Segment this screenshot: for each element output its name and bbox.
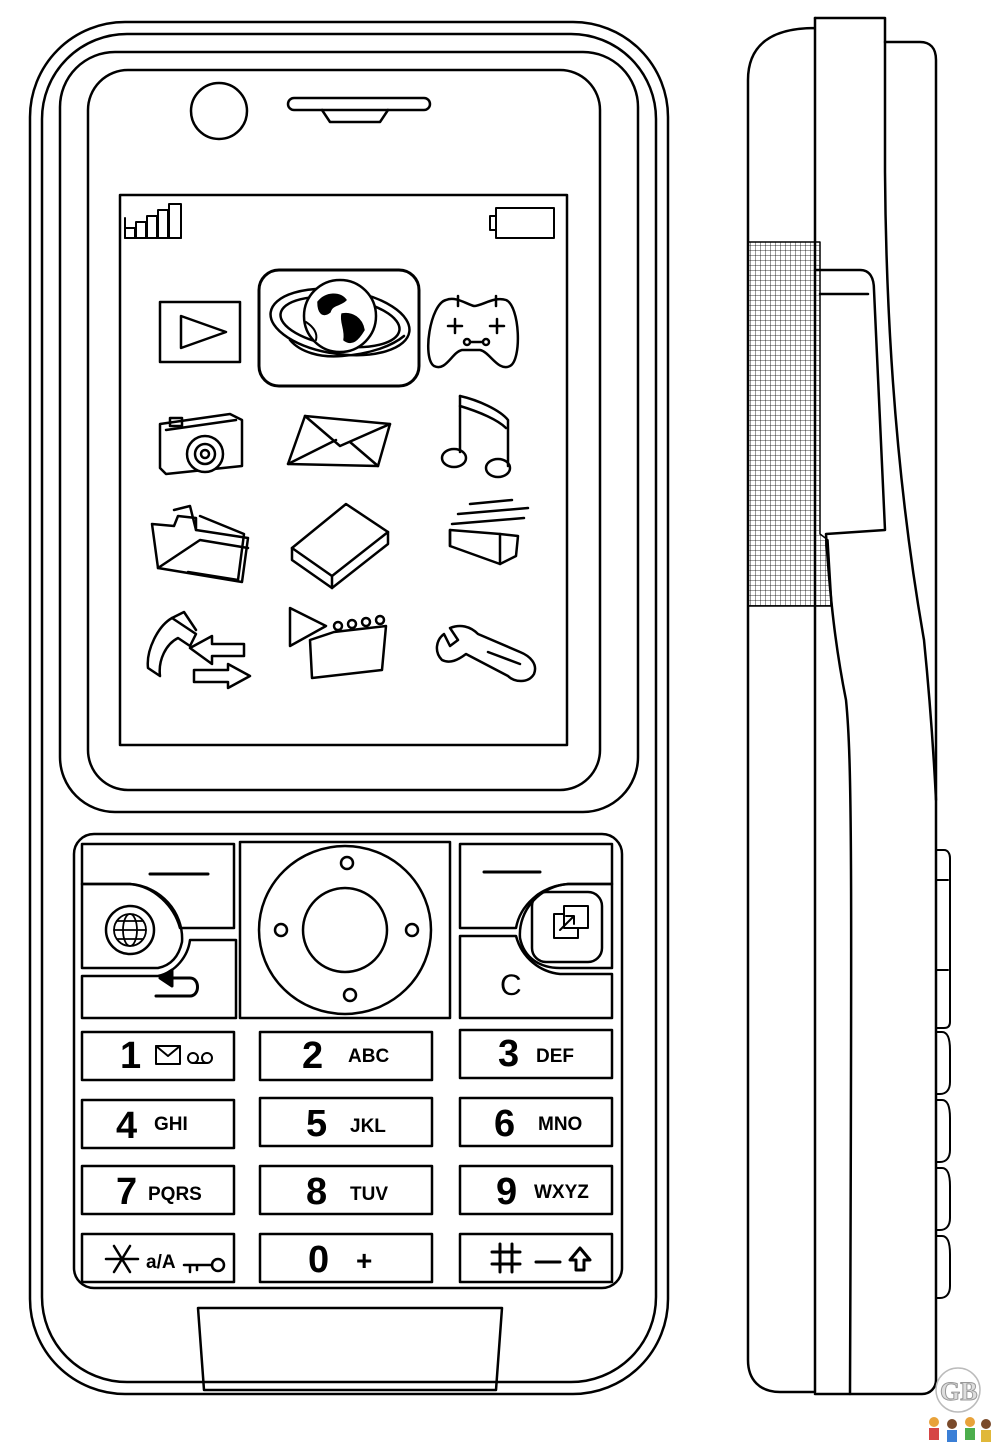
- key-hash[interactable]: [458, 1232, 614, 1284]
- key-1[interactable]: 1: [80, 1030, 236, 1082]
- keypad-grid: 1 2 ABC 3 DEF 4: [80, 1028, 614, 1284]
- svg-text:a/A: a/A: [146, 1252, 176, 1273]
- key-5[interactable]: 5 JKL: [258, 1096, 434, 1148]
- svg-text:+: +: [356, 1245, 372, 1276]
- svg-text:DEF: DEF: [536, 1046, 574, 1067]
- games-controller-icon[interactable]: [427, 294, 520, 369]
- globe-icon: [113, 913, 147, 947]
- svg-text:2: 2: [302, 1035, 323, 1077]
- svg-text:4: 4: [116, 1105, 137, 1147]
- side-slider-step: [813, 268, 887, 1396]
- svg-text:7: 7: [116, 1171, 137, 1213]
- svg-text:GHI: GHI: [154, 1114, 188, 1135]
- svg-text:3: 3: [498, 1033, 519, 1075]
- svg-text:JKL: JKL: [350, 1116, 386, 1137]
- battery-icon: [489, 207, 555, 239]
- earpiece: [286, 96, 432, 124]
- space-shift-icon: [534, 1246, 592, 1272]
- watermark-text: GB: [940, 1377, 978, 1406]
- side-buttons[interactable]: [935, 849, 951, 1299]
- svg-text:WXYZ: WXYZ: [534, 1182, 589, 1203]
- keypad-frame: [72, 832, 624, 1290]
- volume-rocker[interactable]: [935, 849, 951, 1029]
- svg-text:TUV: TUV: [350, 1184, 388, 1205]
- key-3[interactable]: 3 DEF: [458, 1028, 614, 1080]
- key-2[interactable]: 2 ABC: [258, 1030, 434, 1082]
- phone-body-inner: [40, 32, 658, 1384]
- key-9[interactable]: 9 WXYZ: [458, 1164, 614, 1216]
- switch-window-icon: [553, 905, 589, 939]
- key-7[interactable]: 7 PQRS: [80, 1164, 236, 1216]
- side-body-front: [813, 16, 938, 1396]
- notes-icon[interactable]: [288, 606, 388, 680]
- svg-text:6: 6: [494, 1103, 515, 1145]
- scanner-icon[interactable]: [448, 498, 530, 566]
- children-figures-icon: [929, 1417, 991, 1442]
- side-button-2[interactable]: [935, 1099, 951, 1163]
- camera-shutter-button[interactable]: [935, 1235, 951, 1299]
- key-8[interactable]: 8 TUV: [258, 1164, 434, 1216]
- messaging-envelope-icon[interactable]: [286, 414, 392, 468]
- navigation-select-button[interactable]: [301, 886, 389, 974]
- svg-text:0: 0: [308, 1239, 329, 1281]
- svg-text:ABC: ABC: [348, 1046, 389, 1067]
- display-bezel-inner: [86, 68, 602, 792]
- side-button-1[interactable]: [935, 1031, 951, 1095]
- svg-text:PQRS: PQRS: [148, 1184, 202, 1205]
- side-slider-edge: [883, 40, 938, 802]
- display-bezel-outer: [58, 50, 640, 814]
- settings-wrench-icon[interactable]: [435, 624, 537, 683]
- phone-body-outer: [28, 20, 670, 1396]
- hash-icon: [490, 1242, 522, 1274]
- music-note-icon[interactable]: [440, 394, 512, 479]
- back-key[interactable]: [80, 938, 238, 1020]
- back-arrow-icon: [154, 968, 199, 998]
- key-4[interactable]: 4 GHI: [80, 1098, 236, 1150]
- video-player-icon[interactable]: [158, 300, 242, 364]
- svg-text:MNO: MNO: [538, 1114, 582, 1135]
- front-camera: [189, 81, 249, 141]
- phone-side-view: [746, 16, 951, 1396]
- svg-text:9: 9: [496, 1171, 517, 1213]
- right-soft-key[interactable]: [458, 842, 614, 930]
- key-0[interactable]: 0 +: [258, 1232, 434, 1284]
- clear-key[interactable]: C: [458, 934, 614, 1020]
- signal-strength-icon: [124, 203, 182, 239]
- side-speaker-grille: [747, 241, 833, 607]
- left-soft-key[interactable]: [80, 842, 236, 930]
- internet-key[interactable]: [80, 882, 184, 970]
- key-star[interactable]: a/A: [80, 1232, 236, 1284]
- side-button-3[interactable]: [935, 1167, 951, 1231]
- call-log-icon[interactable]: [146, 610, 252, 690]
- key-lock-icon: [182, 1257, 226, 1274]
- activity-menu-key[interactable]: [518, 882, 614, 970]
- svg-text:8: 8: [306, 1171, 327, 1213]
- clear-key-label: C: [500, 969, 522, 1002]
- navigation-pad[interactable]: [238, 840, 452, 1020]
- camera-icon[interactable]: [158, 412, 244, 476]
- screen: [118, 193, 569, 747]
- svg-text:1: 1: [120, 1035, 141, 1077]
- svg-text:5: 5: [306, 1103, 327, 1145]
- side-body-back: [746, 16, 817, 1394]
- watermark-logo: GB: [929, 1367, 991, 1442]
- internet-globe-icon[interactable]: [257, 268, 421, 388]
- bottom-connector: [196, 1306, 504, 1392]
- asterisk-icon: [104, 1244, 140, 1274]
- key-6[interactable]: 6 MNO: [458, 1096, 614, 1148]
- organizer-book-icon[interactable]: [290, 502, 390, 590]
- phone-front-view: C 1 2 ABC 3 D: [28, 20, 670, 1396]
- voicemail-envelope-icon: [155, 1045, 213, 1065]
- file-manager-folder-icon[interactable]: [150, 504, 250, 584]
